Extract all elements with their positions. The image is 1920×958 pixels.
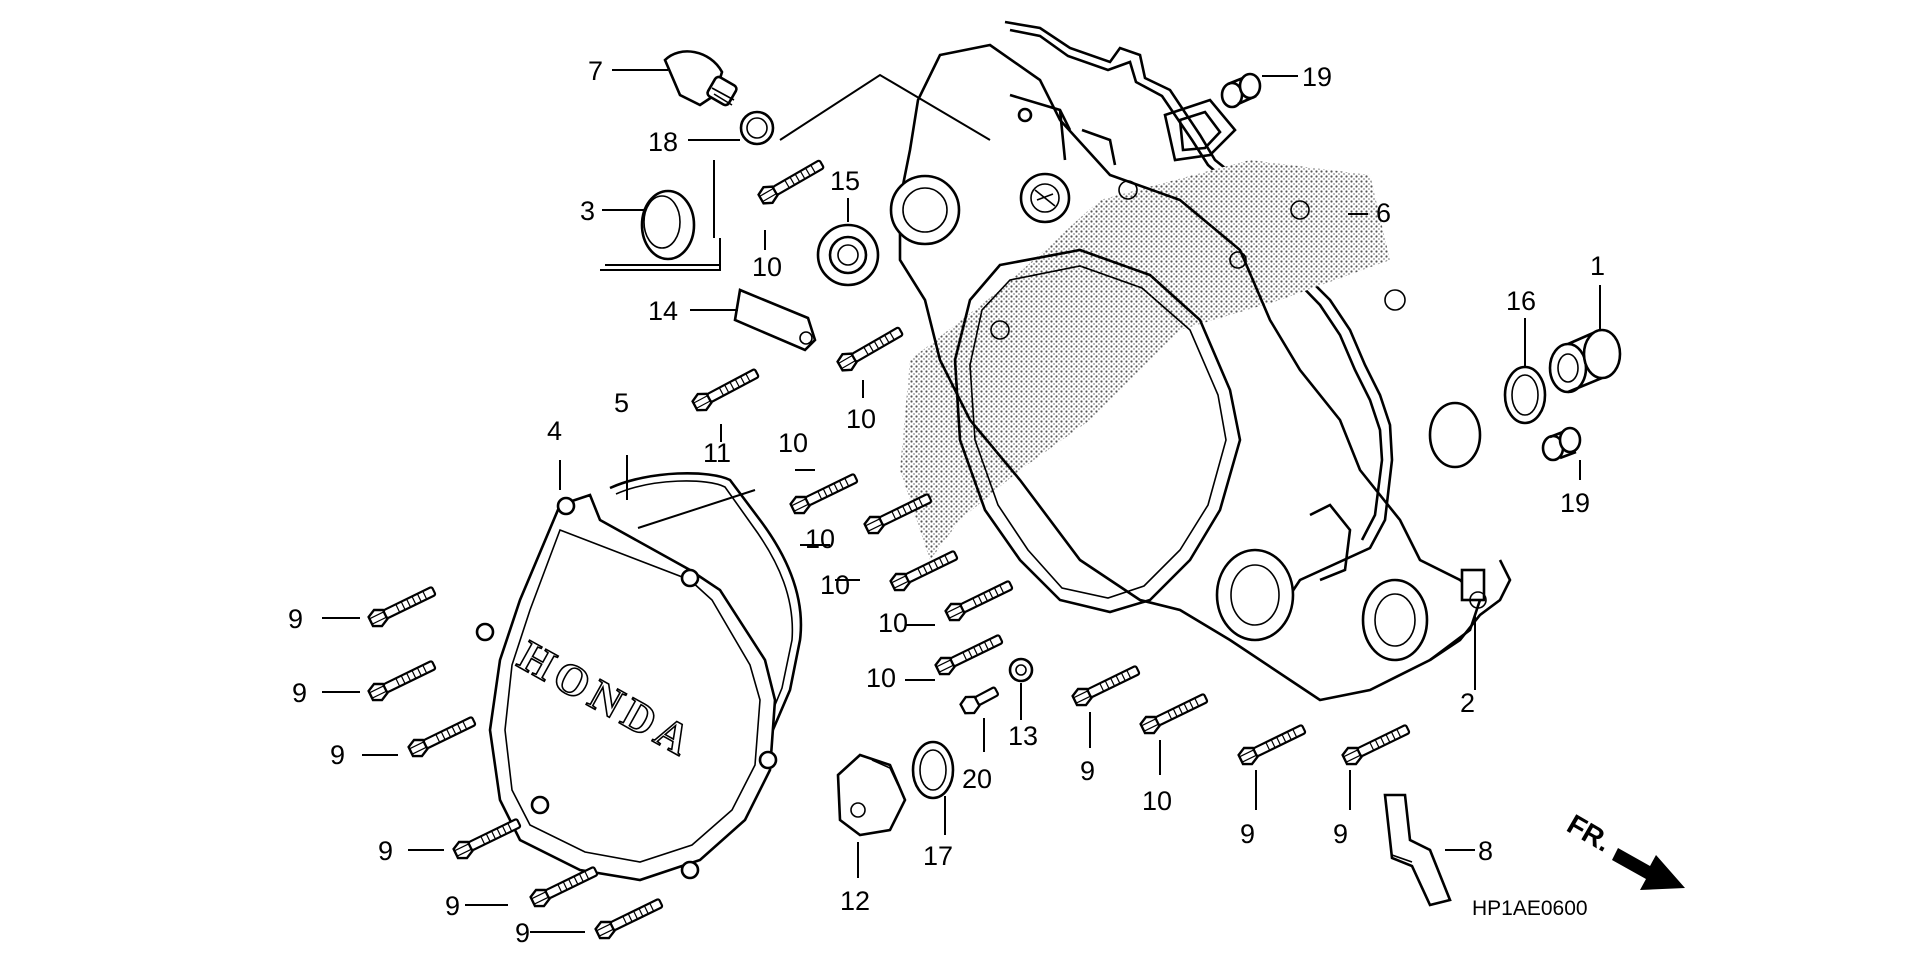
callout-3: 3 (580, 196, 595, 226)
collar-1 (1548, 328, 1622, 394)
drain-plug-12 (836, 753, 907, 837)
oil-seal-15 (816, 223, 880, 287)
callout-17: 17 (923, 841, 953, 871)
callout-10: 10 (820, 570, 850, 600)
callout-9: 9 (515, 918, 530, 948)
callout-10: 10 (878, 608, 908, 638)
callout-15: 15 (830, 166, 860, 196)
callout-2: 2 (1460, 688, 1475, 718)
callout-labels: 7 18 3 15 10 14 10 11 5 4 10 10 10 10 10… (288, 56, 1605, 948)
callout-11: 11 (703, 438, 731, 468)
callout-6: 6 (1376, 198, 1391, 228)
callout-8: 8 (1478, 836, 1493, 866)
callout-9: 9 (378, 836, 393, 866)
oil-filler-cap-7 (663, 50, 738, 107)
callout-9: 9 (288, 604, 303, 634)
arrow-right-down-icon (1612, 848, 1685, 890)
callout-13: 13 (1008, 721, 1038, 751)
dowel-pin-19-top (1220, 72, 1262, 109)
callout-20: 20 (962, 764, 992, 794)
clutch-cover: HONDA (475, 471, 803, 882)
callout-9: 9 (330, 740, 345, 770)
callout-9: 9 (1080, 756, 1095, 786)
callout-1: 1 (1590, 251, 1605, 281)
callout-19: 19 (1302, 62, 1332, 92)
callout-9: 9 (445, 891, 460, 921)
callout-12: 12 (840, 886, 870, 916)
o-ring-18 (739, 110, 775, 146)
callout-9: 9 (1240, 819, 1255, 849)
front-marker-label: FR. (1562, 808, 1617, 857)
callout-10: 10 (778, 428, 808, 458)
callout-10: 10 (805, 524, 835, 554)
callout-4: 4 (547, 416, 562, 446)
callout-10: 10 (846, 404, 876, 434)
guide-plate-14 (733, 288, 817, 352)
callout-7: 7 (588, 56, 603, 86)
callout-10: 10 (752, 252, 782, 282)
washer-13 (1008, 657, 1034, 683)
cover-shading (900, 160, 1390, 560)
dowel-pin-19-right (1541, 426, 1582, 462)
callout-10: 10 (866, 663, 896, 693)
callout-5: 5 (614, 388, 629, 418)
leader-lines (322, 69, 1601, 933)
callout-9: 9 (292, 678, 307, 708)
callout-16: 16 (1506, 286, 1536, 316)
callout-10: 10 (1142, 786, 1172, 816)
diagram-code: HP1AE0600 (1472, 897, 1588, 920)
bolt-20 (959, 686, 999, 715)
callout-19: 19 (1560, 488, 1590, 518)
clutch-cover-body (488, 493, 777, 882)
front-direction-arrow: FR. (1562, 808, 1685, 890)
callout-14: 14 (648, 296, 678, 326)
callout-18: 18 (648, 127, 678, 157)
hose-8 (1383, 793, 1452, 907)
plug-cap-3 (640, 189, 696, 261)
callout-9: 9 (1333, 819, 1348, 849)
right-crankcase-cover (889, 20, 1512, 702)
